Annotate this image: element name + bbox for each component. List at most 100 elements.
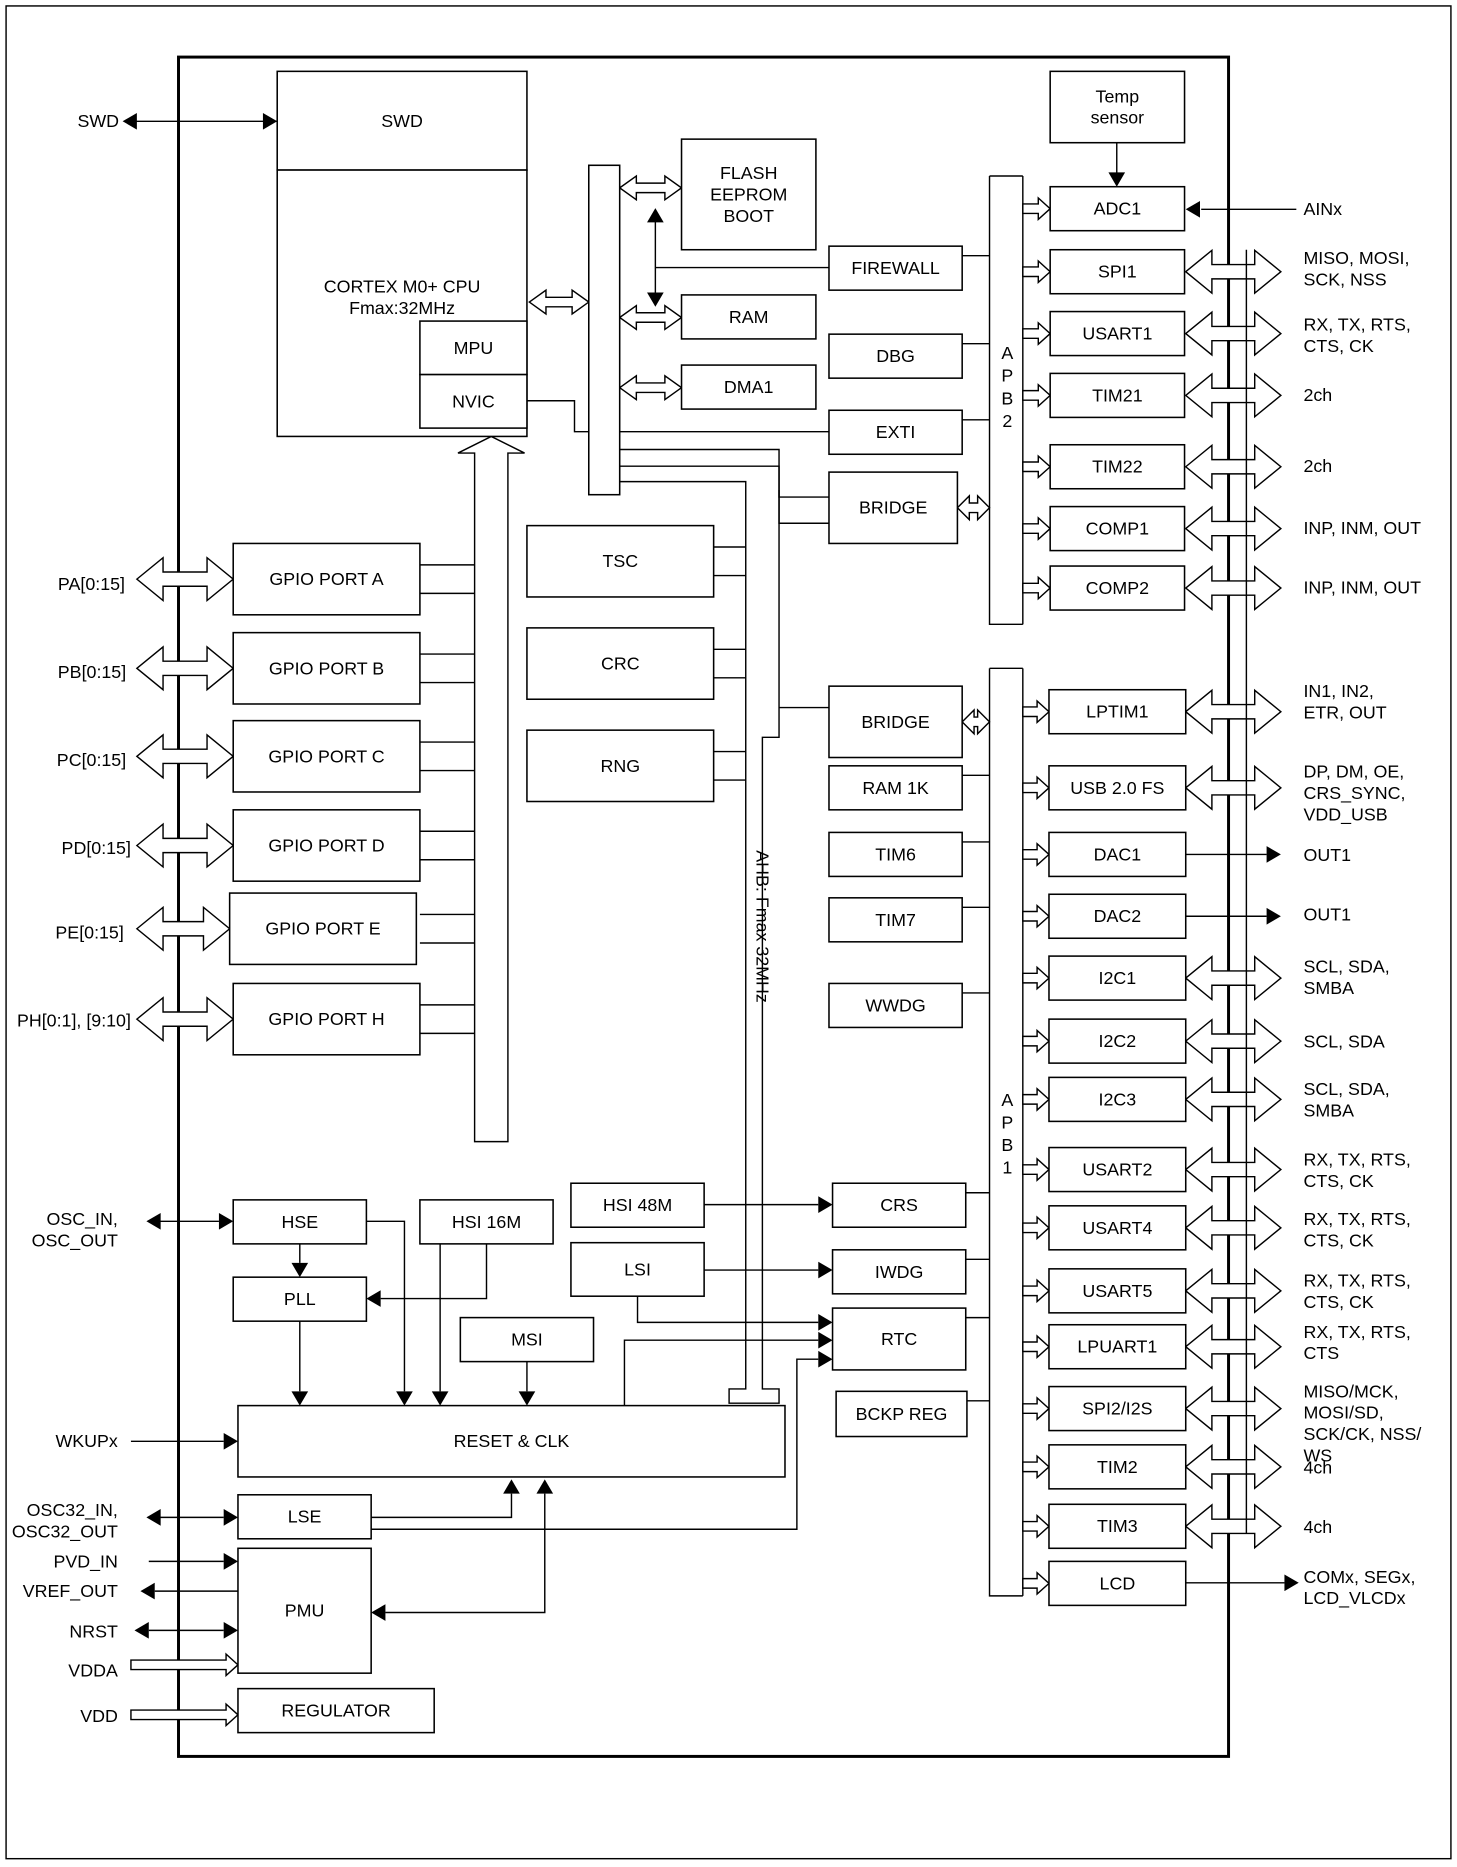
i2c2-block: I2C2	[1048, 1018, 1187, 1064]
bidirectional-arrow-icon	[1184, 1503, 1282, 1550]
gpiob-label: GPIO PORT B	[269, 658, 384, 678]
usart5-block: USART5	[1048, 1268, 1187, 1314]
pin-label-lptim1: IN1, IN2,	[1303, 681, 1373, 701]
crc-block: CRC	[526, 627, 715, 701]
dac2-block: DAC2	[1048, 893, 1187, 940]
usart1-block: USART1	[1049, 310, 1186, 357]
nvic-label: NVIC	[452, 391, 495, 411]
ram-label: RAM	[729, 307, 769, 327]
bidirectional-arrow-icon	[528, 288, 590, 316]
bidirectional-arrow-icon	[618, 374, 683, 401]
pin-label-usart1: RX, TX, RTS,	[1303, 315, 1410, 335]
arrow-head-icon	[818, 1331, 833, 1349]
rtc-block: RTC	[831, 1307, 967, 1371]
pin-label-tim2: 4ch	[1303, 1457, 1332, 1477]
bidirectional-arrow-icon	[961, 708, 991, 736]
hollow-arrow-icon	[1022, 1157, 1051, 1182]
usart5-label: USART5	[1082, 1281, 1152, 1301]
tim7-label: TIM7	[875, 910, 916, 930]
gpiod-label: GPIO PORT D	[268, 835, 384, 855]
tim2-block: TIM2	[1048, 1444, 1187, 1490]
pin-label-dac2: OUT1	[1303, 904, 1351, 924]
pin-label-i2c1: SMBA	[1303, 978, 1354, 998]
bidirectional-arrow-icon	[1184, 1323, 1282, 1370]
tim3-block: TIM3	[1048, 1503, 1187, 1550]
pin-label-pa: PA[0:15]	[58, 574, 125, 594]
ram1k-block: RAM 1K	[828, 765, 963, 811]
gpioa-block: GPIO PORT A	[232, 542, 421, 616]
mpu-label: MPU	[454, 338, 494, 358]
bidirectional-arrow-icon	[618, 304, 683, 331]
bckp-label: BCKP REG	[856, 1404, 948, 1424]
hsi48-block: HSI 48M	[570, 1182, 705, 1228]
hollow-arrow-icon	[1022, 516, 1052, 541]
flash-label: BOOT	[723, 206, 774, 226]
bidirectional-arrow-icon	[1184, 372, 1282, 419]
bidirectional-arrow-icon	[1184, 764, 1282, 811]
pin-label-vdda: VDDA	[68, 1661, 118, 1681]
arrow-head-icon	[122, 112, 137, 130]
pin-label-pd: PD[0:15]	[62, 838, 131, 858]
arrow-head-icon	[291, 1262, 309, 1278]
regulator-block: REGULATOR	[237, 1687, 435, 1734]
bckp-block: BCKP REG	[835, 1390, 968, 1438]
hollow-arrow-icon	[1022, 1571, 1051, 1596]
apb1-bus-label: A	[1001, 1090, 1013, 1110]
gpioh-label: GPIO PORT H	[268, 1009, 384, 1029]
pin-labels: SWDPA[0:15]PB[0:15]PC[0:15]PD[0:15]PE[0:…	[12, 111, 1422, 1726]
i2c1-block: I2C1	[1048, 955, 1187, 1001]
pin-label-usart5: RX, TX, RTS,	[1303, 1271, 1410, 1291]
hollow-arrow-icon	[130, 1702, 240, 1728]
bidirectional-arrow-icon	[135, 645, 235, 692]
hollow-arrow-icon	[1022, 699, 1051, 725]
comp2-label: COMP2	[1086, 578, 1149, 598]
tsc-label: TSC	[602, 551, 638, 571]
lcd-block: LCD	[1048, 1560, 1187, 1607]
pin-label-pe: PE[0:15]	[55, 922, 123, 942]
gpioc-label: GPIO PORT C	[268, 746, 384, 766]
dma1-label: DMA1	[724, 377, 774, 397]
spi2-block: SPI2/I2S	[1048, 1385, 1187, 1432]
hsi16-block: HSI 16M	[419, 1199, 554, 1245]
tim21-label: TIM21	[1092, 385, 1143, 405]
apb1-bus-label: P	[1001, 1113, 1013, 1133]
usart2-block: USART2	[1048, 1146, 1187, 1193]
cpu-label: Fmax:32MHz	[349, 298, 455, 318]
pin-label-wkup: WKUPx	[55, 1431, 117, 1451]
pin-label-ph: PH[0:1], [9:10]	[17, 1010, 131, 1030]
pin-label-usart4: CTS, CK	[1303, 1230, 1373, 1250]
arrow-head-icon	[223, 1432, 238, 1450]
arrow-head-icon	[647, 292, 664, 307]
arrow-head-icon	[1266, 846, 1281, 863]
pin-label-usb: CRS_SYNC,	[1303, 783, 1405, 804]
apb2-bus-label: B	[1001, 388, 1013, 408]
gpioh-block: GPIO PORT H	[232, 982, 421, 1056]
arrow-head-icon	[223, 1509, 238, 1526]
arrow-head-icon	[366, 1290, 381, 1307]
firewall-label: FIREWALL	[851, 258, 940, 278]
pin-label-lcd: COMx, SEGx,	[1303, 1567, 1415, 1587]
bidirectional-arrow-icon	[135, 905, 231, 952]
pin-label-tim21: 2ch	[1303, 385, 1332, 405]
dbg-block: DBG	[828, 333, 963, 379]
pin-label-tim3: 4ch	[1303, 1517, 1332, 1537]
tim6-block: TIM6	[828, 831, 963, 878]
spi1-label: SPI1	[1098, 262, 1137, 282]
hollow-arrow-icon	[1022, 383, 1052, 408]
lptim1-block: LPTIM1	[1048, 688, 1187, 735]
usart4-label: USART4	[1082, 1218, 1152, 1238]
flash-label: FLASH	[720, 163, 777, 183]
bidirectional-arrow-icon	[1184, 955, 1282, 1002]
gpioe-block: GPIO PORT E	[228, 892, 418, 966]
bidirectional-arrow-icon	[1184, 1018, 1282, 1065]
bidirectional-arrow-icon	[1184, 688, 1282, 735]
pin-label-lpuart1: RX, TX, RTS,	[1303, 1322, 1410, 1342]
i2c2-label: I2C2	[1099, 1031, 1137, 1051]
hollow-arrow-icon	[1022, 842, 1051, 867]
arrow-head-icon	[1185, 200, 1201, 218]
arrow-head-icon	[1108, 172, 1126, 187]
spi1-block: SPI1	[1049, 248, 1186, 295]
lse-block: LSE	[237, 1494, 372, 1540]
